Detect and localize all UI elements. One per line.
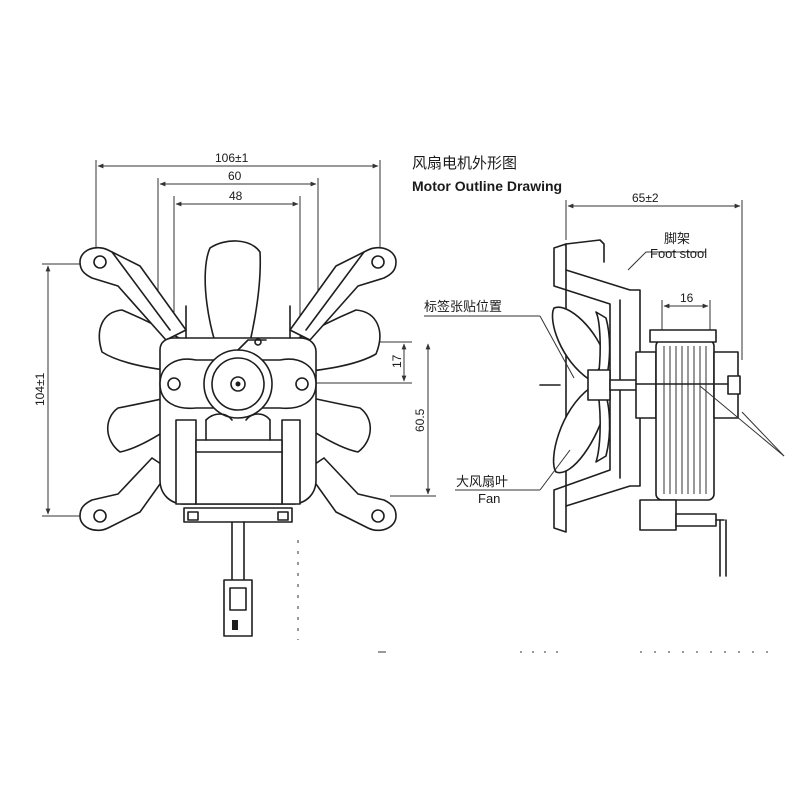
dim-overall-height-label: 104±1 [33, 372, 47, 406]
dim-shaft-offset-label: 17 [390, 354, 404, 368]
fan-profile [539, 306, 611, 474]
dim-center-height: 60.5 [390, 343, 436, 497]
dim-mount-width-label: 60 [228, 169, 242, 183]
title-english: Motor Outline Drawing [412, 178, 562, 194]
dim-overall-height: 104±1 [33, 263, 100, 517]
side-coil [655, 339, 715, 501]
dim-inner-width-label: 48 [229, 189, 243, 203]
front-view: 106±1 60 48 104±1 17 [33, 151, 436, 640]
side-view: 65±2 16 [424, 191, 785, 577]
mount-hole-top-left [93, 255, 107, 269]
side-motor-body [635, 329, 741, 501]
dim-overall-width: 106±1 [95, 151, 381, 250]
dim-side-depth-label: 65±2 [632, 191, 659, 205]
mount-hole-bottom-left [93, 509, 107, 523]
title-chinese: 风扇电机外形图 [412, 154, 517, 172]
side-terminal [639, 499, 727, 577]
foot-stool-label-cn: 脚架 [664, 231, 690, 247]
bearing-plate [159, 338, 317, 419]
mount-hole-top-right [371, 255, 385, 269]
dim-coil-width-label: 16 [680, 291, 694, 305]
terminal-bracket [183, 507, 299, 640]
dim-center-height-label: 60.5 [413, 408, 427, 432]
label-position-text: 标签张贴位置 [424, 299, 502, 315]
dim-side-depth: 65±2 [565, 191, 743, 360]
mount-hole-bottom-right [371, 509, 385, 523]
fan-label-cn: 大风扇叶 [456, 474, 508, 490]
stator-coil [195, 439, 283, 505]
fan-label-en: Fan [478, 491, 500, 506]
upper-mounting-arms [79, 246, 397, 341]
dim-overall-width-label: 106±1 [215, 151, 249, 165]
leader-lines [424, 251, 785, 491]
coil-housing [175, 413, 301, 505]
foot-stool-label-en: Foot stool [650, 246, 707, 261]
